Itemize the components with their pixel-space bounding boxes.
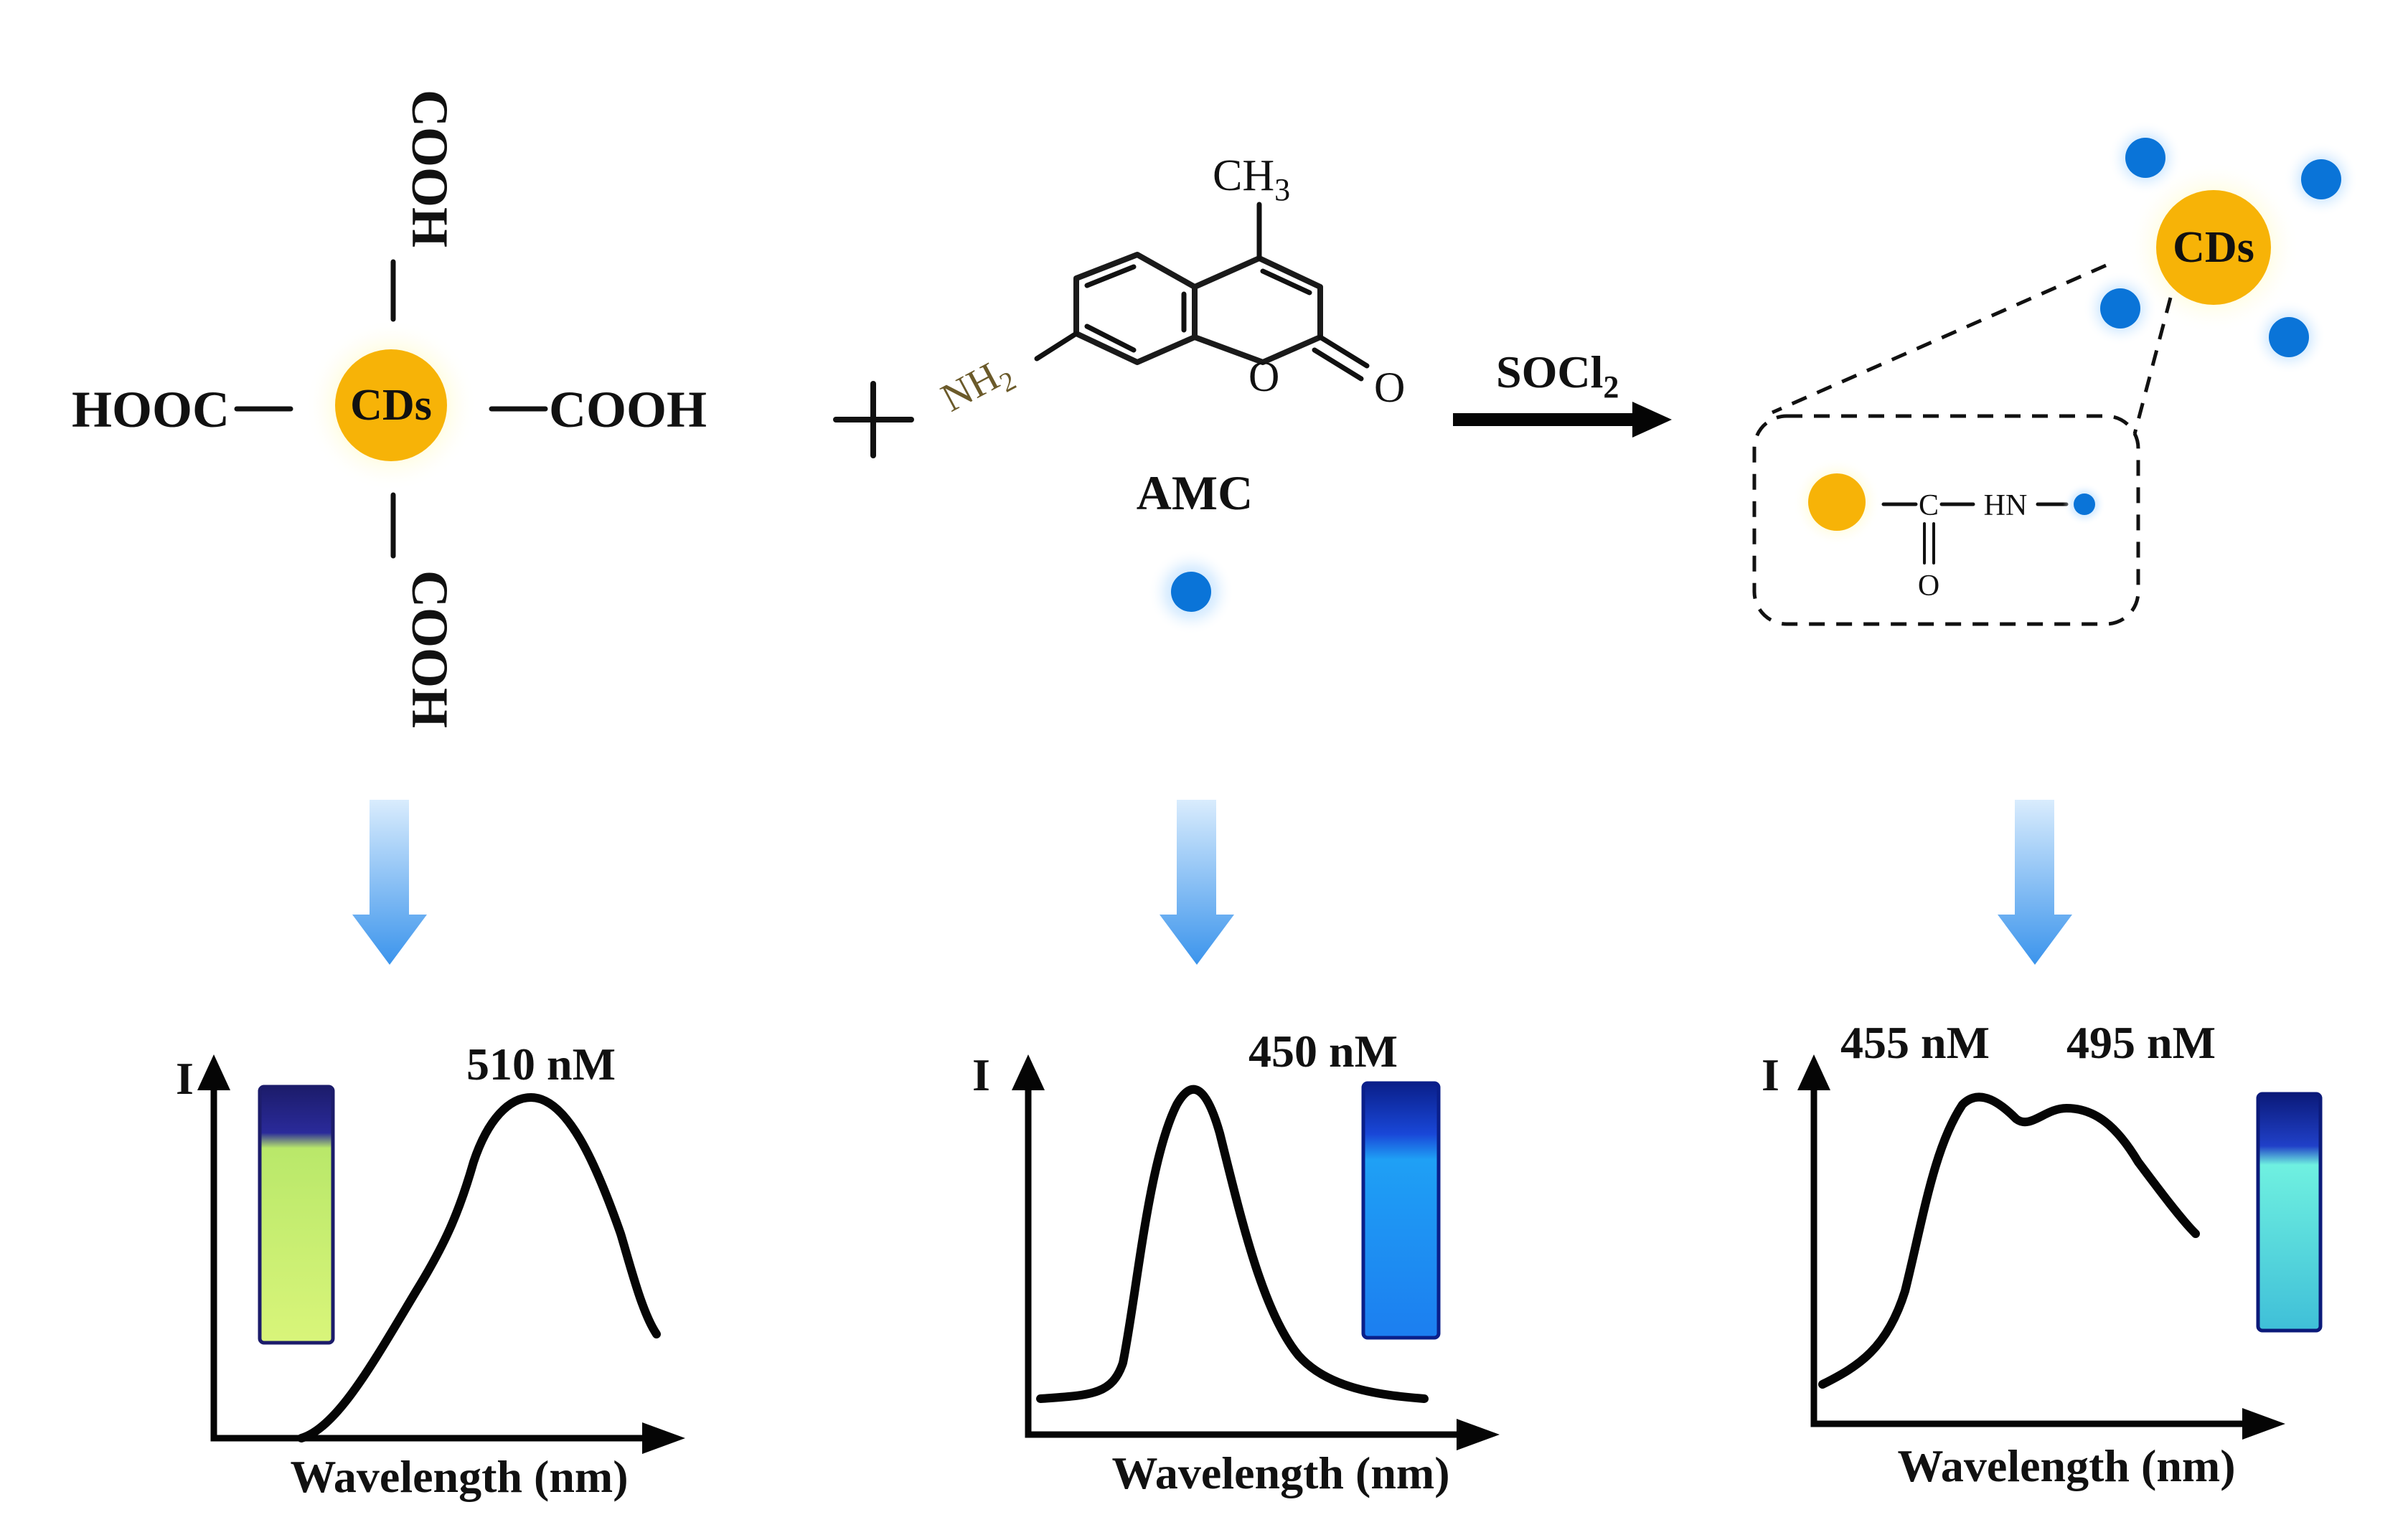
spectrum-panel-2: I Wavelength (nm) 450 nM (972, 1026, 1500, 1498)
linkage-cd-core (1808, 473, 1866, 531)
product-amc-dot (2301, 159, 2341, 199)
spectrum-3-x-label: Wavelength (nm) (1897, 1440, 2235, 1491)
spectrum-3-y-label: I (1762, 1049, 1779, 1100)
spectrum-2-peak-label: 450 nM (1248, 1026, 1398, 1077)
cd-core-label: CDs (350, 381, 432, 430)
linkage-oxygen: O (1918, 570, 1939, 603)
cd-core (335, 349, 447, 461)
down-arrow-1 (352, 800, 427, 965)
down-arrow-3 (1998, 800, 2072, 965)
spectrum-1-peak-label: 510 nM (466, 1039, 616, 1090)
cd-group-bottom: COOH (401, 570, 458, 728)
linkage-zoom-box (1752, 414, 2140, 626)
amc-structure: CH3 O O NH2 AMC (934, 151, 1405, 635)
spectrum-2-x-label: Wavelength (nm) (1111, 1447, 1449, 1498)
spectrum-3-peak-label-1: 455 nM (1840, 1017, 1990, 1068)
spectrum-2-vial (1361, 1081, 1441, 1340)
reaction-arrow: SOCl2 (1453, 346, 1672, 438)
product-cd-label: CDs (2173, 223, 2254, 272)
down-arrow-2 (1160, 800, 1234, 965)
cd-group-top: COOH (401, 90, 458, 247)
product-conjugate: CDs C HN O (1752, 121, 2358, 626)
product-amc-dot (2269, 317, 2309, 357)
cd-group-right: COOH (549, 381, 707, 438)
product-amc-dot (2125, 138, 2165, 178)
amc-dot (1171, 572, 1211, 612)
amc-carbonyl-oxygen: O (1374, 364, 1405, 411)
spectrum-1-curve (297, 1093, 661, 1442)
linkage-carbon: C (1919, 489, 1939, 522)
spectrum-3-vial (2256, 1092, 2323, 1333)
spectrum-3-curve (1818, 1092, 2200, 1389)
spectrum-1-y-label: I (176, 1053, 194, 1104)
spectrum-panel-3: I Wavelength (nm) 455 nM 495 nM (1762, 1017, 2323, 1491)
cd-group-left: HOOC (72, 381, 230, 438)
plus-sign (833, 381, 914, 458)
reaction-reagent: SOCl2 (1496, 346, 1619, 405)
product-amc-dot (2100, 288, 2140, 329)
spectrum-panel-1: I Wavelength (nm) 510 nM (176, 1039, 685, 1502)
spectrum-3-peak-label-2: 495 nM (2066, 1017, 2216, 1068)
linkage-hn: HN (1984, 489, 2028, 522)
reactant-carbon-dot: CDs HOOC COOH COOH COOH (72, 90, 707, 728)
amc-ring-oxygen: O (1248, 353, 1279, 400)
amc-methyl: CH3 (1213, 151, 1290, 207)
spectrum-1-vial (258, 1085, 335, 1345)
amc-name: AMC (1137, 466, 1253, 520)
spectrum-2-curve (1036, 1085, 1429, 1403)
spectrum-2-y-label: I (972, 1049, 990, 1100)
spectrum-1-x-label: Wavelength (nm) (290, 1451, 628, 1502)
product-cd-core (2156, 190, 2271, 305)
amc-amine: NH2 (934, 348, 1021, 426)
